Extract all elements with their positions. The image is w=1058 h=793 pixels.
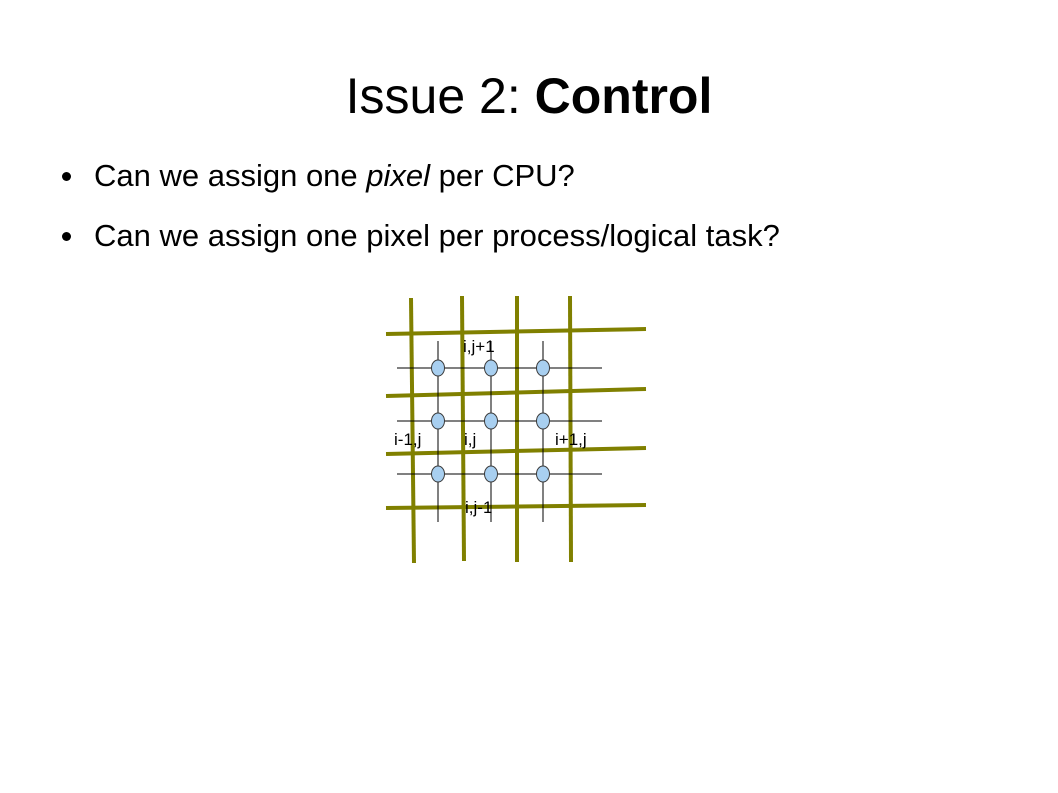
bullet-1-text-emph: pixel xyxy=(366,158,431,193)
label-center: i,j xyxy=(464,430,476,449)
title-bold: Control xyxy=(534,68,713,124)
pixel-node xyxy=(484,412,498,430)
bullet-1-text-before: Can we assign one xyxy=(94,158,367,193)
olive-horizontal-line-3 xyxy=(385,446,647,456)
pixel-node xyxy=(431,359,445,377)
title-prefix: Issue 2: xyxy=(345,68,535,124)
label-right: i+1,j xyxy=(555,430,587,449)
node-labels: i,j+1 i-1,j i,j i+1,j i,j-1 xyxy=(394,337,587,517)
pixel-node xyxy=(484,465,498,483)
label-left: i-1,j xyxy=(394,430,421,449)
olive-vertical-line-2 xyxy=(460,295,466,562)
pixel-node xyxy=(484,359,498,377)
pixel-node xyxy=(536,359,550,377)
bullet-dot-icon xyxy=(62,232,71,241)
olive-grid-lines xyxy=(385,295,647,564)
bullet-2-text-before: Can we assign one pixel per process/logi… xyxy=(94,218,780,253)
pixel-nodes xyxy=(431,359,550,483)
bullet-1-text-after: per CPU? xyxy=(430,158,575,193)
olive-horizontal-line-1 xyxy=(385,327,647,336)
label-bottom: i,j-1 xyxy=(465,498,492,517)
label-top: i,j+1 xyxy=(463,337,495,356)
olive-vertical-line-4 xyxy=(568,295,573,563)
bullet-item-2: Can we assign one pixel per process/logi… xyxy=(62,218,780,254)
bullet-list: Can we assign one pixel per CPU? Can we … xyxy=(62,158,780,278)
olive-horizontal-line-2 xyxy=(385,387,647,398)
slide-title: Issue 2: Control xyxy=(0,66,1058,126)
olive-horizontal-line-4 xyxy=(385,503,647,510)
bullet-item-1: Can we assign one pixel per CPU? xyxy=(62,158,780,194)
bullet-dot-icon xyxy=(62,172,71,181)
pixel-node xyxy=(431,465,445,483)
olive-vertical-line-1 xyxy=(409,297,416,564)
pixel-node xyxy=(536,412,550,430)
pixel-node xyxy=(536,465,550,483)
pixel-node xyxy=(431,412,445,430)
